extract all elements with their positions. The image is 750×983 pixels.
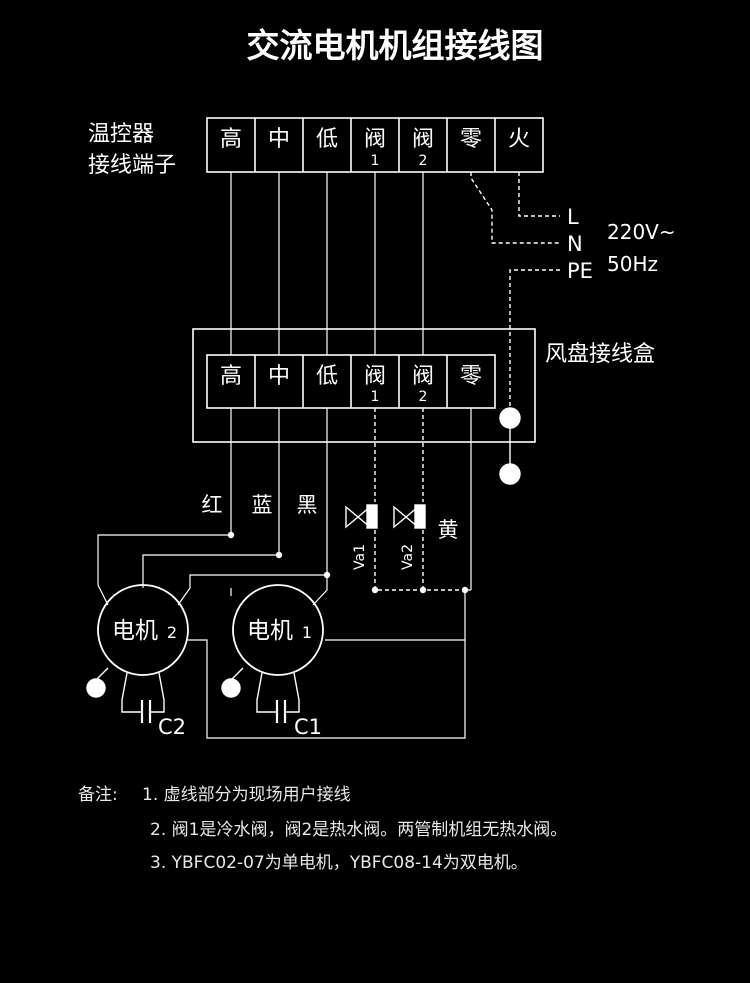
thermostat-terminal-valve1: 阀 [364, 127, 386, 152]
motor-1-number: 1 [302, 623, 312, 642]
earth-terminals [499, 407, 521, 485]
junction-terminal-low: 低 [316, 364, 338, 389]
thermostat-terminal-valve2-sub: 2 [419, 153, 428, 169]
field-wiring-power [470, 172, 560, 418]
junction-terminal-valve2: 阀 [412, 364, 434, 389]
valve-va2-label: Va2 [400, 544, 416, 570]
motor-2-ground [86, 678, 106, 698]
motor-1-ground [221, 678, 241, 698]
thermostat-terminal-valve1-sub: 1 [371, 153, 380, 169]
valve-va2-symbol [393, 504, 426, 529]
motor-wiring [97, 408, 472, 739]
valve-va1-symbol [345, 504, 378, 529]
motor-1-name: 电机 [247, 618, 293, 644]
thermostat-terminal-high: 高 [220, 127, 242, 152]
valve-wiring [374, 408, 465, 591]
junction-dots [227, 531, 469, 594]
junction-terminal-mid: 中 [268, 364, 290, 389]
power-line-PE: PE [567, 259, 593, 283]
power-voltage: 220V~ [607, 220, 676, 244]
note-item-1: 1. 虚线部分为现场用户接线 [142, 785, 351, 805]
earth-terminal-box [499, 407, 521, 429]
note-item-2: 2. 阀1是冷水阀，阀2是热水阀。两管制机组无热水阀。 [150, 820, 568, 840]
capacitor-c2-label: C2 [158, 715, 186, 739]
motor-2-name: 电机 [112, 618, 158, 644]
field-wiring-control [230, 172, 424, 355]
thermostat-terminal-live: 火 [508, 127, 530, 152]
thermostat-terminal-low: 低 [316, 127, 338, 152]
power-line-L: L [567, 205, 579, 229]
junction-terminal-valve1-sub: 1 [371, 389, 380, 405]
junction-terminal-high: 高 [220, 364, 242, 389]
junction-terminal-valve2-sub: 2 [419, 389, 428, 405]
motor-2: 电机 2 [97, 584, 189, 676]
junction-box [192, 328, 536, 443]
power-line-N: N [567, 232, 583, 256]
junction-terminal-neutral: 零 [460, 364, 482, 389]
wire-color-red: 红 [202, 493, 223, 517]
thermostat-terminal-valve2: 阀 [412, 127, 434, 152]
thermostat-terminal-neutral: 零 [460, 127, 482, 152]
thermostat-terminal-mid: 中 [268, 127, 290, 152]
notes-prefix: 备注: [78, 785, 118, 805]
wire-color-yellow: 黄 [438, 518, 459, 542]
thermostat-label: 温控器 接线端子 [88, 122, 176, 178]
junction-terminal-block [206, 354, 496, 409]
capacitor-c2 [121, 672, 165, 723]
motor-2-number: 2 [167, 623, 177, 642]
power-frequency: 50Hz [607, 252, 658, 276]
wire-color-black: 黑 [297, 493, 318, 517]
motor-ground-terminals [86, 667, 244, 698]
thermostat-label-line2: 接线端子 [88, 153, 176, 178]
junction-terminal-valve1: 阀 [364, 364, 386, 389]
earth-terminal-chassis [499, 463, 521, 485]
diagram-title: 交流电机机组接线图 [247, 26, 544, 65]
valve-va1-label: Va1 [352, 544, 368, 570]
motor-1: 电机 1 [232, 584, 324, 676]
capacitor-c1-label: C1 [294, 715, 322, 739]
note-item-3: 3. YBFC02-07为单电机，YBFC08-14为双电机。 [150, 853, 528, 873]
wire-color-blue: 蓝 [252, 493, 273, 517]
power-labels: L N PE 220V~ 50Hz [567, 205, 676, 283]
thermostat-label-line1: 温控器 [88, 122, 154, 147]
junction-box-label: 风盘接线盒 [545, 342, 655, 367]
capacitor-c1 [256, 672, 300, 723]
